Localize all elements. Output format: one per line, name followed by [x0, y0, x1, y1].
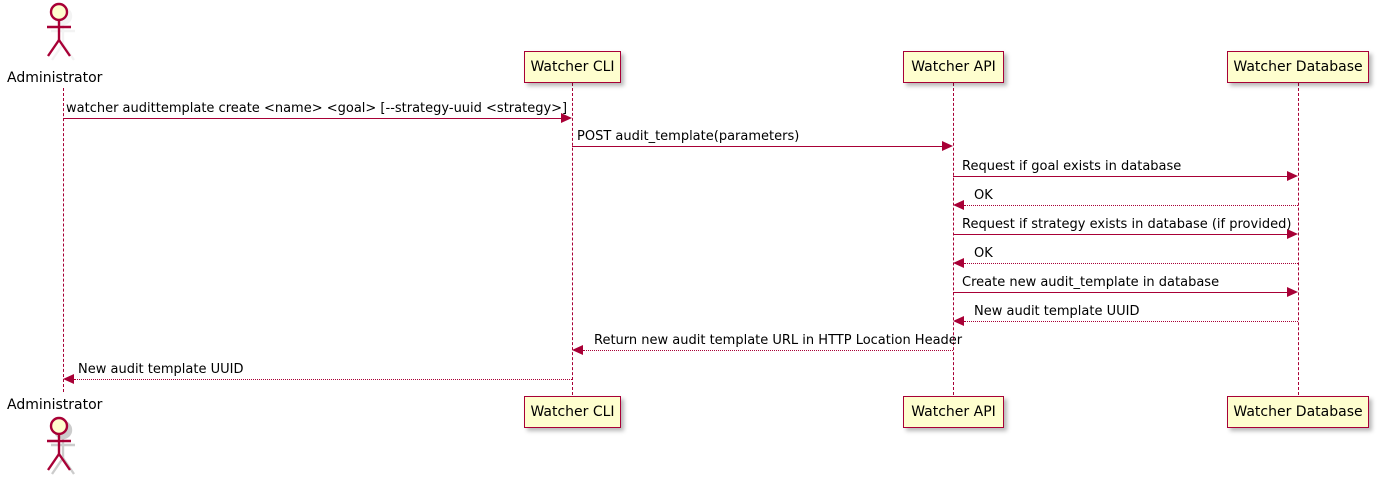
message-arrowhead-0 — [561, 113, 572, 123]
message-label-6: Create new audit_template in database — [962, 275, 1220, 290]
message-arrowhead-8 — [572, 345, 583, 355]
message-line-5 — [964, 263, 1298, 264]
participant-box-watcher-database-bottom[interactable]: Watcher Database — [1227, 396, 1369, 428]
message-line-1 — [572, 146, 942, 147]
message-label-3: OK — [974, 188, 993, 203]
message-arrowhead-3 — [953, 200, 964, 210]
message-arrowhead-4 — [1287, 229, 1298, 239]
actor-administrator-top — [40, 2, 86, 64]
actor-administrator-bottom — [40, 416, 86, 478]
message-label-5: OK — [974, 246, 993, 261]
participant-box-watcher-api-top[interactable]: Watcher API — [903, 51, 1004, 83]
lifeline-administrator — [63, 88, 64, 392]
participant-box-watcher-cli-top[interactable]: Watcher CLI — [524, 51, 621, 83]
participant-box-watcher-database-top[interactable]: Watcher Database — [1227, 51, 1369, 83]
message-line-3 — [964, 205, 1298, 206]
participant-box-watcher-api-bottom[interactable]: Watcher API — [903, 396, 1004, 428]
message-line-8 — [583, 350, 953, 351]
message-line-2 — [953, 176, 1287, 177]
message-arrowhead-5 — [953, 258, 964, 268]
message-arrowhead-7 — [953, 316, 964, 326]
actor-label-administrator-bottom: Administrator — [7, 397, 103, 413]
message-line-7 — [964, 321, 1298, 322]
message-label-2: Request if goal exists in database — [962, 159, 1182, 174]
lifeline-watcher-api — [953, 83, 954, 395]
lifeline-watcher-cli — [572, 83, 573, 395]
message-line-6 — [953, 292, 1287, 293]
message-label-9: New audit template UUID — [78, 362, 244, 377]
lifeline-watcher-database — [1298, 83, 1299, 395]
message-arrowhead-6 — [1287, 287, 1298, 297]
participant-box-watcher-cli-bottom[interactable]: Watcher CLI — [524, 396, 621, 428]
message-arrowhead-9 — [63, 374, 74, 384]
message-line-4 — [953, 234, 1287, 235]
message-label-8: Return new audit template URL in HTTP Lo… — [594, 333, 963, 348]
message-label-7: New audit template UUID — [974, 304, 1140, 319]
message-line-0 — [63, 118, 561, 119]
message-label-0: watcher audittemplate create <name> <goa… — [66, 101, 568, 116]
message-line-9 — [74, 379, 572, 380]
actor-label-administrator-top: Administrator — [7, 70, 103, 86]
message-arrowhead-2 — [1287, 171, 1298, 181]
message-arrowhead-1 — [942, 141, 953, 151]
message-label-4: Request if strategy exists in database (… — [962, 217, 1292, 232]
message-label-1: POST audit_template(parameters) — [577, 129, 800, 144]
